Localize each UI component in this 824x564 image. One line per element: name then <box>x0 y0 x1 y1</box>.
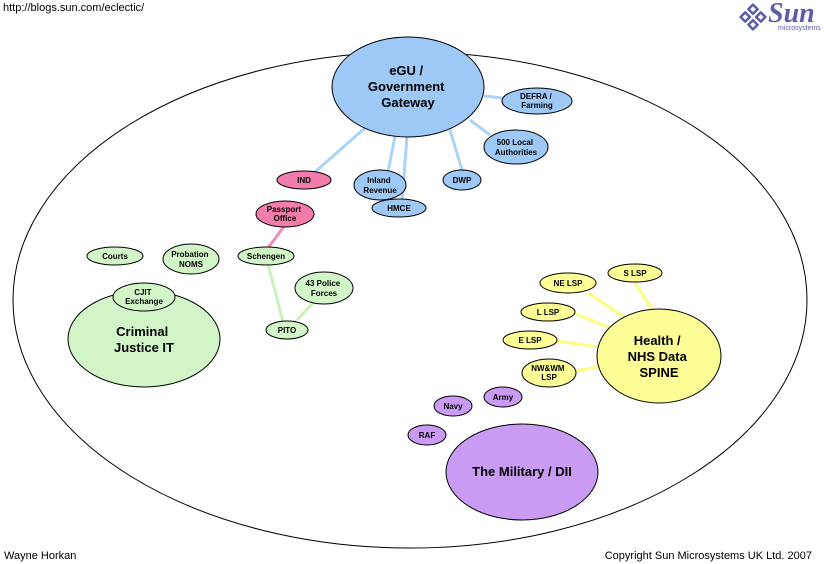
node-l-lsp: L LSP <box>520 302 576 322</box>
svg-text:DEFRA / Farming: DEFRA / Farming <box>520 92 554 110</box>
svg-text:PITO: PITO <box>278 326 297 335</box>
node-ne-lsp: NE LSP <box>539 272 597 294</box>
node-ind: IND <box>276 170 332 190</box>
svg-text:CJIT Exchange: CJIT Exchange <box>125 288 163 306</box>
svg-text:RAF: RAF <box>419 431 436 440</box>
node-probation: Probation NOMS <box>162 243 220 275</box>
svg-text:Courts: Courts <box>102 252 128 261</box>
node-e-lsp: E LSP <box>502 330 558 350</box>
sun-diamond-icon <box>739 3 767 31</box>
svg-text:Navy: Navy <box>443 402 463 411</box>
svg-text:E LSP: E LSP <box>518 336 542 345</box>
nhs-hub-label: Health / NHS Data SPINE <box>628 333 691 380</box>
nhs-hub: Health / NHS Data SPINE <box>596 308 722 404</box>
cjit-hub-label: Criminal Justice IT <box>114 324 174 355</box>
node-dwp: DWP <box>442 169 482 191</box>
source-url: http://blogs.sun.com/eclectic/ <box>3 2 145 14</box>
svg-text:IND: IND <box>297 176 311 185</box>
svg-text:L LSP: L LSP <box>537 308 560 317</box>
svg-text:Schengen: Schengen <box>247 252 285 261</box>
node-navy: Navy <box>433 395 473 417</box>
sun-wordmark: Sun <box>768 0 815 29</box>
svg-text:HMCE: HMCE <box>387 204 411 213</box>
node-hmce: HMCE <box>371 198 427 218</box>
node-schengen: Schengen <box>237 246 295 266</box>
author-label: Wayne Horkan <box>4 550 77 562</box>
svg-text:500 Local Authorities: 500 Local Authorities <box>495 138 538 157</box>
cjit-hub: Criminal Justice IT <box>67 290 221 388</box>
svg-text:43 Police Forces: 43 Police Forces <box>306 279 343 298</box>
svg-text:Army: Army <box>493 393 514 402</box>
nhs-connectors <box>555 282 656 374</box>
node-local-authorities: 500 Local Authorities <box>483 129 549 165</box>
node-s-lsp: S LSP <box>607 263 663 283</box>
military-hub-label: The Military / DII <box>472 464 572 479</box>
svg-text:S LSP: S LSP <box>623 269 647 278</box>
military-hub: The Military / DII <box>445 423 599 521</box>
node-cjit-exchange: CJIT Exchange <box>112 282 176 312</box>
svg-text:Inland Revenue: Inland Revenue <box>363 176 397 195</box>
egu-hub-label: eGU / Government Gateway <box>368 63 448 110</box>
node-courts: Courts <box>86 246 144 266</box>
node-inland-revenue: Inland Revenue <box>353 169 407 201</box>
node-passport-office: Passport Office <box>255 200 315 228</box>
svg-text:DWP: DWP <box>453 176 472 185</box>
node-police-forces: 43 Police Forces <box>294 271 354 305</box>
node-pito: PITO <box>265 320 309 340</box>
node-defra: DEFRA / Farming <box>501 87 573 115</box>
copyright-label: Copyright Sun Microsystems UK Ltd. 2007 <box>604 550 812 562</box>
node-nwwm-lsp: NW&WM LSP <box>521 358 577 388</box>
svg-text:Probation NOMS: Probation NOMS <box>171 250 211 269</box>
svg-text:NE LSP: NE LSP <box>554 279 584 288</box>
egu-connectors <box>314 94 503 201</box>
node-raf: RAF <box>407 424 447 446</box>
svg-text:NW&WM LSP: NW&WM LSP <box>531 364 567 382</box>
passport-schengen-connector <box>266 224 287 249</box>
svg-text:Passport Office: Passport Office <box>267 205 303 223</box>
egu-hub: eGU / Government Gateway <box>331 36 485 138</box>
sun-logo: Sun microsystems <box>738 0 822 36</box>
node-army: Army <box>483 386 523 408</box>
microsystems-label: microsystems <box>778 25 821 32</box>
